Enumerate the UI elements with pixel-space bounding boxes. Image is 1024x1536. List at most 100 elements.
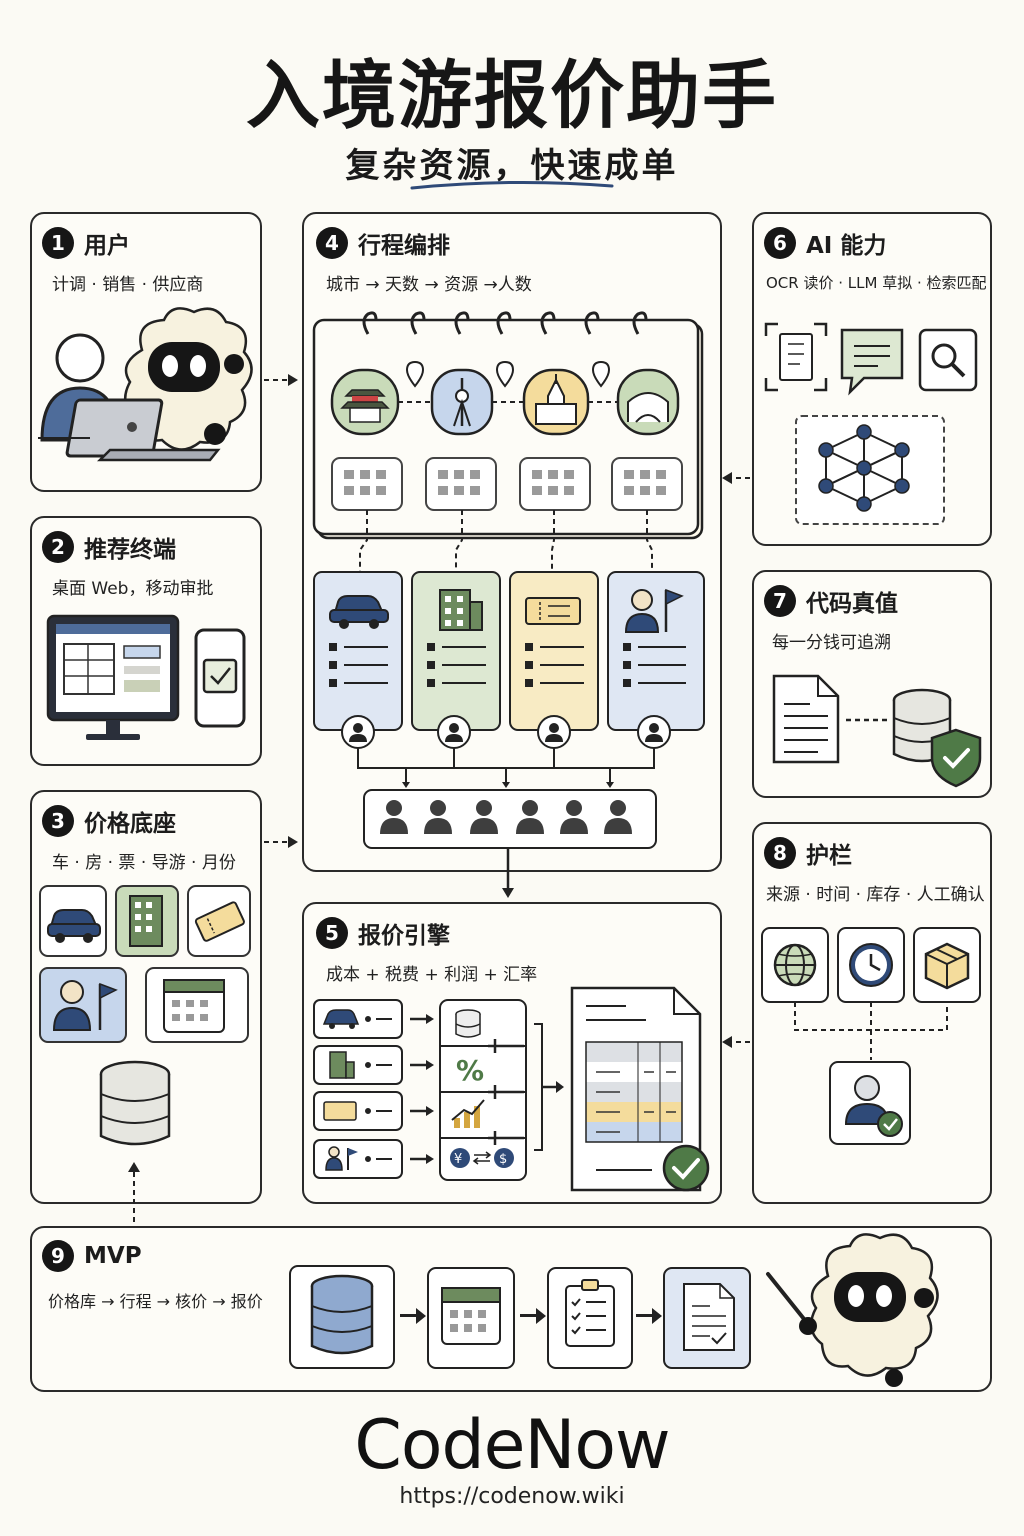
panel-terminals-subtitle: 桌面 Web，移动审批 [52,579,214,599]
church-icon [522,368,590,436]
bridge-icon [616,368,680,436]
panel-title-text: AI 能力 [806,233,887,259]
car-icon [47,909,101,943]
panel-code-truth-title: 7 代码真值 [764,584,898,618]
document-icon [772,674,840,764]
step-number: 8 [764,837,796,869]
search-icon [918,328,978,392]
panel-quote-engine-subtitle: 成本 + 税费 + 利润 + 汇率 [326,965,538,985]
panel-title-text: 代码真值 [806,591,898,617]
checklist-icon [565,1279,615,1347]
itinerary-illustration [312,311,705,849]
terminals-illustration [46,614,246,740]
percent-icon: % [456,1054,484,1087]
temple-icon [330,368,400,436]
clock-icon [849,943,893,987]
panel-ai-subtitle: OCR 读价 · LLM 草拟 · 检索匹配 [766,274,987,292]
quote-engine-illustration: % ¥ $ [313,986,710,1192]
step-number: 2 [42,531,74,563]
car-icon [322,1009,360,1029]
hotel-icon [329,1051,355,1079]
database-icon [99,1060,171,1146]
subtitle-underline [410,180,614,190]
currency-exchange-icon: ¥ $ [450,1148,514,1168]
panel-itinerary-title: 4 行程编排 [316,226,450,260]
step-number: 5 [316,917,348,949]
panel-title-text: 价格底座 [84,811,176,837]
robot-mascot-icon [799,1233,939,1387]
svg-text:¥: ¥ [454,1152,462,1167]
footer-url[interactable]: https://codenow.wiki [399,1484,625,1509]
phone-approve-icon [194,628,246,728]
traveler-avatars [341,715,671,749]
calendar-icon [441,1287,501,1345]
users-illustration [38,307,253,462]
panel-price-base-subtitle: 车 · 房 · 票 · 导游 · 月份 [52,853,236,873]
group-people-icons [380,800,632,834]
quote-doc-icon [570,986,702,1192]
database-icon [455,1009,481,1038]
globe-icon [773,943,817,987]
panel-mvp-subtitle: 价格库 → 行程 → 核价 → 报价 [48,1292,263,1311]
step-number: 1 [42,227,74,259]
resource-grids [331,457,683,511]
ocr-doc-icon [764,322,828,392]
code-truth-illustration [772,674,982,788]
panel-title-text: 行程编排 [358,233,450,259]
database-icon [310,1274,374,1355]
notebook-rings [362,311,648,335]
check-badge-icon [662,1144,710,1192]
chart-icon [451,1099,485,1128]
guide-icon [52,980,118,1031]
panel-price-base-title: 3 价格底座 [42,804,176,838]
ticket-icon [194,901,245,942]
panel-title-text: 护栏 [806,843,852,869]
monitor-icon [46,614,180,740]
pointer-icon [766,1272,810,1326]
calendar-icon [163,979,225,1033]
quote-doc-icon [683,1283,735,1351]
panel-title-text: 报价引擎 [358,923,450,949]
pin-icon [405,360,611,388]
panel-guardrails-title: 8 护栏 [764,836,852,870]
user-check-icon [844,1075,903,1137]
step-number: 4 [316,227,348,259]
panel-mvp-title: 9 MVP [42,1240,142,1272]
panel-itinerary-subtitle: 城市 → 天数 → 资源 →人数 [326,275,532,295]
panel-title-text: MVP [84,1243,142,1269]
ai-illustration [764,322,978,525]
ticket-icon [525,597,581,625]
panel-users-subtitle: 计调 · 销售 · 供应商 [52,275,204,295]
brand-logo: CodeNow [354,1406,670,1485]
hotel-icon [439,589,483,631]
box-icon [924,942,970,990]
panel-users-title: 1 用户 [42,226,130,260]
svg-text:$: $ [499,1152,507,1167]
tower-icon [430,368,494,436]
panel-title-text: 用户 [84,233,130,259]
shield-check-icon [930,728,982,788]
page-title: 入境游报价助手 [246,53,778,139]
ticket-icon [323,1101,357,1121]
page-subtitle: 复杂资源，快速成单 [345,146,679,186]
panel-guardrails-subtitle: 来源 · 时间 · 库存 · 人工确认 [766,885,985,905]
network-icon [818,424,910,512]
panel-quote-engine-title: 5 报价引擎 [316,916,450,950]
hotel-icon [129,895,163,947]
step-number: 9 [42,1240,74,1272]
guide-icon [325,1146,358,1171]
price-base-illustration [39,885,251,1146]
car-icon [329,595,389,629]
panel-ai-title: 6 AI 能力 [764,226,886,260]
step-number: 6 [764,227,796,259]
panel-terminals-title: 2 推荐终端 [42,530,176,564]
panel-title-text: 推荐终端 [84,537,176,563]
chat-icon [840,328,904,396]
guardrails-illustration [761,927,981,1145]
mvp-illustration [289,1233,939,1387]
guide-icon [624,588,684,633]
card-lines [329,643,686,687]
panel-code-truth-subtitle: 每一分钱可追溯 [772,633,891,653]
input-rows [313,999,403,1179]
